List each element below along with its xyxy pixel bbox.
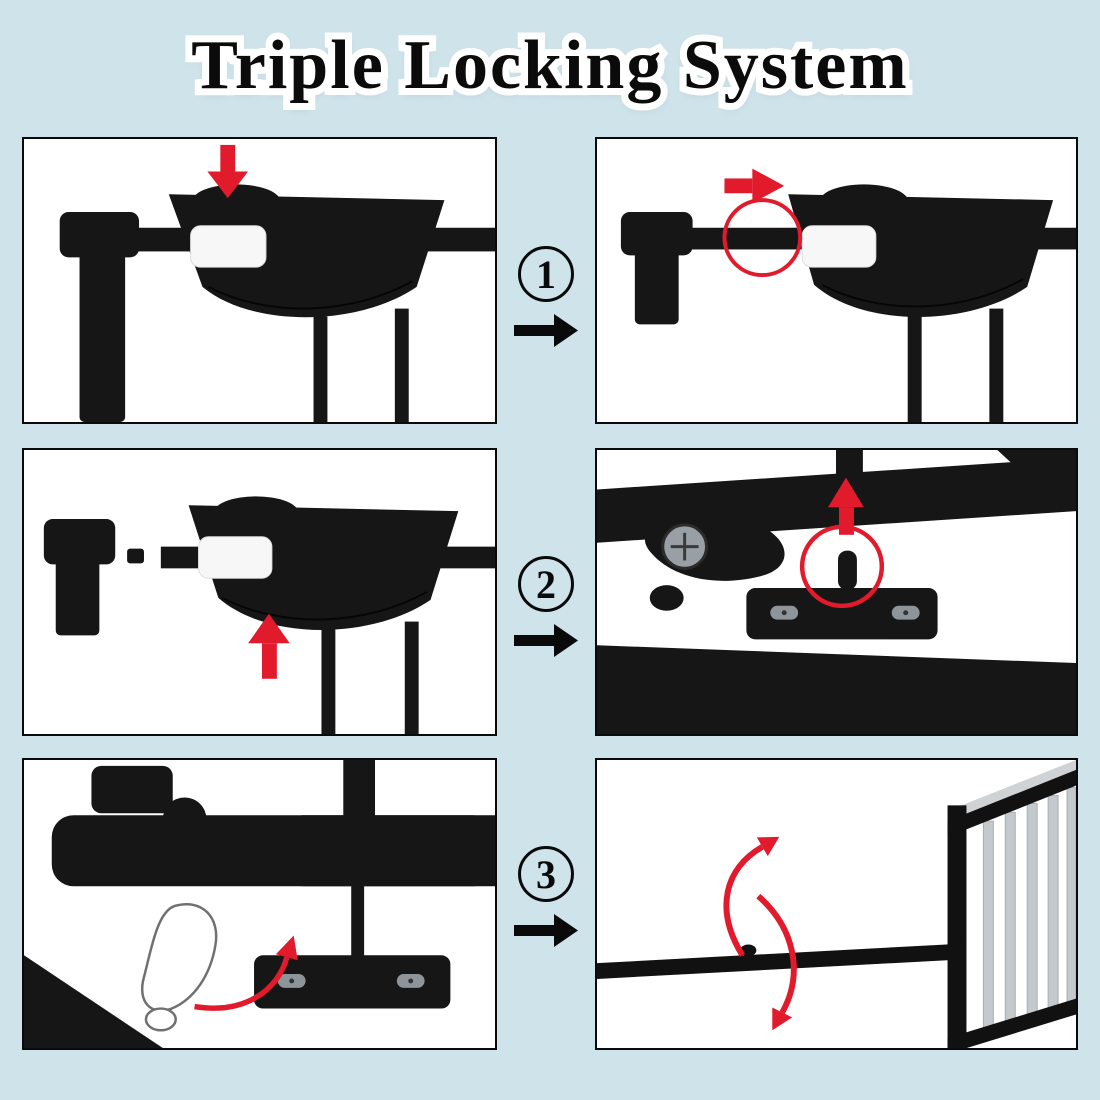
page-title-text: Triple Locking System [191, 27, 909, 104]
floor-plate [254, 955, 451, 1009]
step1-indicator: 1 [497, 246, 595, 347]
step3-before-panel [22, 758, 497, 1050]
step1-number-badge: 1 [518, 246, 574, 302]
gate-top-lock-sliding [620, 184, 1076, 422]
floor-plate [746, 588, 938, 640]
red-swing-arrow-down-icon [756, 893, 797, 1031]
step2-after-panel [595, 448, 1078, 736]
step3-number: 3 [536, 851, 556, 897]
gate-swinging-open [597, 760, 1076, 1048]
step1-number: 1 [536, 251, 556, 297]
red-up-arrow-icon [248, 613, 290, 679]
step2-before-panel [22, 448, 497, 736]
step2-indicator: 2 [497, 556, 595, 657]
red-swing-arrow-up-icon [723, 836, 780, 957]
black-right-arrow-icon [514, 624, 578, 657]
lock-indicator-window [801, 225, 877, 268]
black-right-arrow-icon [514, 914, 578, 947]
latch-pin [127, 548, 144, 564]
gate-top-lock-lifting [43, 496, 495, 734]
step2-number-badge: 2 [518, 556, 574, 612]
step2-number: 2 [536, 561, 556, 607]
step3-indicator: 3 [497, 846, 595, 947]
black-right-arrow-icon [514, 314, 578, 347]
page-title: Triple Locking System Triple Locking Sys… [0, 16, 1100, 116]
red-down-arrow-icon [207, 144, 249, 199]
floor-pin [837, 550, 857, 591]
gate-top-lock-closed [59, 184, 495, 422]
red-highlight-circle-icon [722, 198, 803, 278]
gate-bottom-latch [597, 450, 1076, 734]
step3-number-badge: 3 [518, 846, 574, 902]
latch-pin [754, 229, 772, 245]
step3-after-panel [595, 758, 1078, 1050]
page-title-outline: Triple Locking System [184, 20, 913, 111]
gate-bottom-pedal-rotating [24, 760, 495, 1048]
red-up-arrow-icon [828, 477, 864, 535]
step1-after-panel [595, 137, 1078, 424]
red-curved-arrow-icon [194, 935, 298, 1011]
lock-indicator-window [198, 536, 273, 579]
lock-indicator-window [190, 225, 267, 268]
step1-before-panel [22, 137, 497, 424]
foot-pedal-ghost [141, 903, 218, 1012]
red-right-arrow-icon [724, 168, 785, 204]
